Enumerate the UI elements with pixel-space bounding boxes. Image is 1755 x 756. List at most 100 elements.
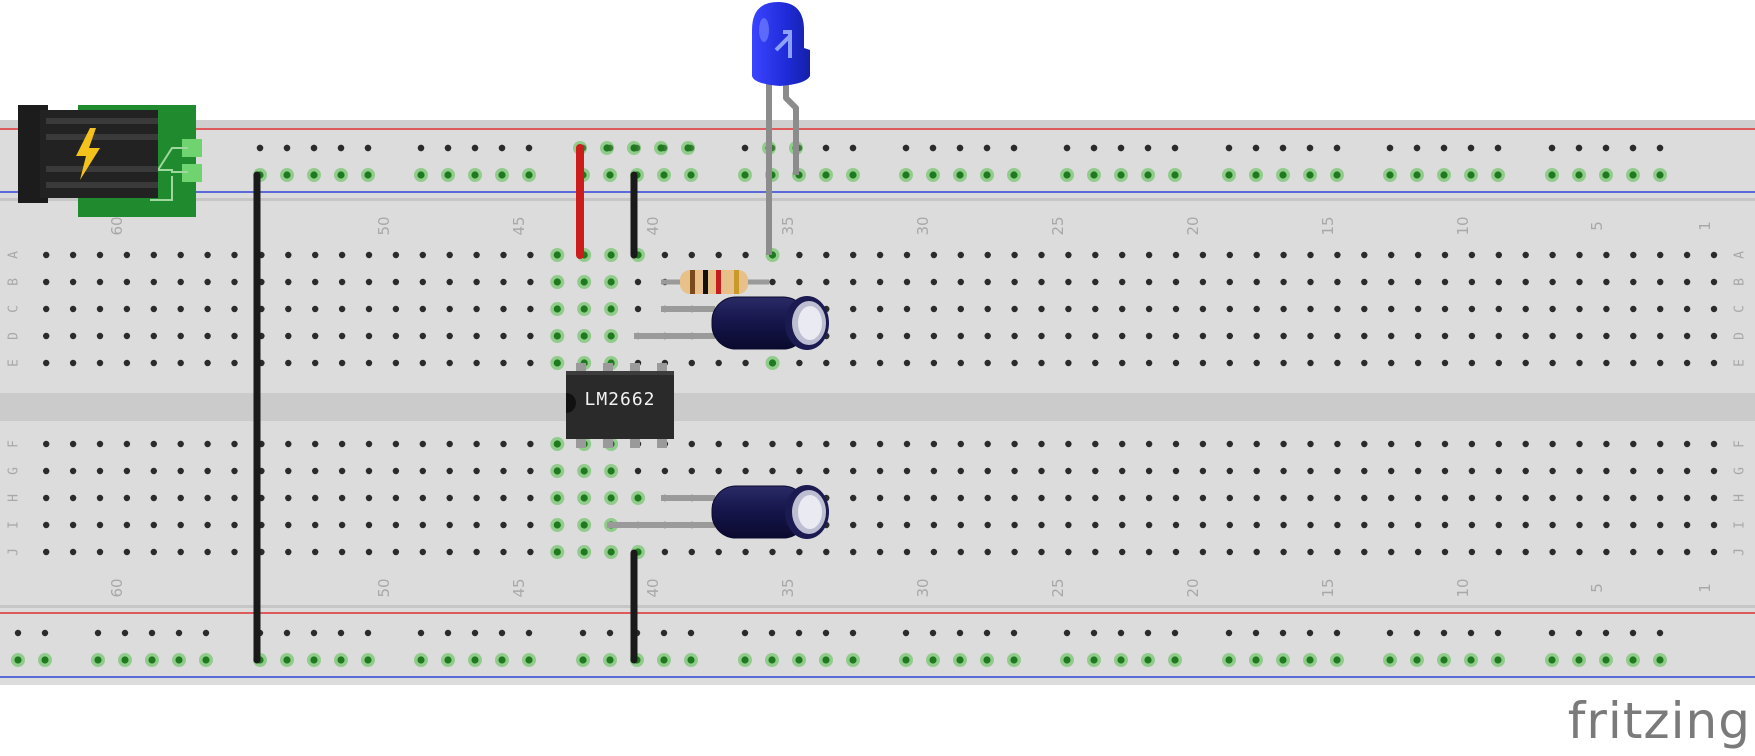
breadboard-hole[interactable] xyxy=(1065,521,1072,529)
breadboard-hole[interactable] xyxy=(796,440,803,448)
breadboard-hole[interactable] xyxy=(1092,278,1099,286)
breadboard-hole[interactable] xyxy=(177,359,184,367)
rail-hole[interactable] xyxy=(283,171,291,179)
rail-hole[interactable] xyxy=(1602,171,1610,179)
breadboard-hole[interactable] xyxy=(1119,467,1126,475)
breadboard-hole[interactable] xyxy=(1280,278,1287,286)
breadboard-hole[interactable] xyxy=(1334,251,1341,259)
rail-hole[interactable] xyxy=(525,144,533,152)
breadboard-hole[interactable] xyxy=(769,467,776,475)
rail-hole[interactable] xyxy=(525,171,533,179)
breadboard-hole[interactable] xyxy=(1522,251,1529,259)
breadboard-hole[interactable] xyxy=(957,359,964,367)
breadboard-hole[interactable] xyxy=(1630,440,1637,448)
breadboard-hole[interactable] xyxy=(312,494,319,502)
breadboard-hole[interactable] xyxy=(1253,332,1260,340)
rail-hole[interactable] xyxy=(310,656,318,664)
breadboard-hole[interactable] xyxy=(365,467,373,475)
breadboard-hole[interactable] xyxy=(1522,467,1529,475)
breadboard-hole[interactable] xyxy=(1038,278,1045,286)
breadboard-hole[interactable] xyxy=(69,548,77,556)
breadboard-hole[interactable] xyxy=(553,305,561,313)
breadboard-hole[interactable] xyxy=(1253,548,1260,556)
breadboard-hole[interactable] xyxy=(527,278,534,286)
breadboard-hole[interactable] xyxy=(850,521,857,529)
breadboard-hole[interactable] xyxy=(1199,467,1207,475)
rail-hole[interactable] xyxy=(364,656,372,664)
breadboard-hole[interactable] xyxy=(984,359,991,367)
breadboard-hole[interactable] xyxy=(984,251,991,259)
breadboard-hole[interactable] xyxy=(285,305,292,313)
rail-hole[interactable] xyxy=(471,629,479,637)
breadboard-hole[interactable] xyxy=(1145,521,1153,529)
breadboard-hole[interactable] xyxy=(1145,494,1153,502)
breadboard-hole[interactable] xyxy=(473,251,480,259)
breadboard-hole[interactable] xyxy=(1307,305,1314,313)
breadboard-hole[interactable] xyxy=(1441,467,1449,475)
breadboard-hole[interactable] xyxy=(1119,251,1126,259)
breadboard-hole[interactable] xyxy=(607,305,615,313)
breadboard-hole[interactable] xyxy=(1361,521,1368,529)
rail-hole[interactable] xyxy=(929,144,937,152)
breadboard-hole[interactable] xyxy=(365,494,373,502)
breadboard-hole[interactable] xyxy=(1630,467,1637,475)
rail-hole[interactable] xyxy=(1494,629,1502,637)
rail-hole[interactable] xyxy=(444,144,452,152)
breadboard-hole[interactable] xyxy=(1092,548,1099,556)
breadboard-hole[interactable] xyxy=(204,359,211,367)
breadboard-hole[interactable] xyxy=(1683,494,1691,502)
breadboard-hole[interactable] xyxy=(688,548,695,556)
breadboard-hole[interactable] xyxy=(1388,251,1395,259)
breadboard-hole[interactable] xyxy=(1388,521,1395,529)
rail-hole[interactable] xyxy=(1333,171,1341,179)
breadboard-hole[interactable] xyxy=(1710,467,1718,475)
breadboard-hole[interactable] xyxy=(1361,332,1368,340)
breadboard-hole[interactable] xyxy=(1576,521,1583,529)
breadboard-hole[interactable] xyxy=(69,278,77,286)
breadboard-hole[interactable] xyxy=(1657,521,1664,529)
rail-hole[interactable] xyxy=(1252,656,1260,664)
rail-hole[interactable] xyxy=(283,656,291,664)
rail-hole[interactable] xyxy=(657,144,665,152)
breadboard-hole[interactable] xyxy=(1011,305,1018,313)
breadboard-hole[interactable] xyxy=(1576,440,1583,448)
breadboard-hole[interactable] xyxy=(1334,440,1341,448)
breadboard-hole[interactable] xyxy=(984,548,991,556)
rail-hole[interactable] xyxy=(1144,144,1152,152)
breadboard-hole[interactable] xyxy=(69,494,77,502)
breadboard-hole[interactable] xyxy=(338,278,346,286)
breadboard-hole[interactable] xyxy=(1549,251,1556,259)
rail-hole[interactable] xyxy=(1144,171,1152,179)
breadboard-hole[interactable] xyxy=(1522,332,1529,340)
breadboard-hole[interactable] xyxy=(69,521,77,529)
rail-hole[interactable] xyxy=(14,629,22,637)
breadboard-hole[interactable] xyxy=(1522,305,1529,313)
rail-hole[interactable] xyxy=(1225,629,1233,637)
breadboard-hole[interactable] xyxy=(285,278,292,286)
breadboard-hole[interactable] xyxy=(96,521,104,529)
breadboard-hole[interactable] xyxy=(312,440,319,448)
breadboard-hole[interactable] xyxy=(1657,440,1664,448)
breadboard-hole[interactable] xyxy=(1549,467,1556,475)
breadboard-hole[interactable] xyxy=(850,251,857,259)
breadboard-hole[interactable] xyxy=(285,548,292,556)
breadboard-hole[interactable] xyxy=(1657,332,1664,340)
breadboard-hole[interactable] xyxy=(231,359,238,367)
rail-hole[interactable] xyxy=(1440,144,1448,152)
breadboard-hole[interactable] xyxy=(365,278,373,286)
breadboard-hole[interactable] xyxy=(473,494,480,502)
breadboard-hole[interactable] xyxy=(1657,467,1664,475)
breadboard-hole[interactable] xyxy=(1145,359,1153,367)
breadboard-hole[interactable] xyxy=(1468,467,1476,475)
breadboard-hole[interactable] xyxy=(1441,494,1449,502)
breadboard-hole[interactable] xyxy=(984,440,991,448)
breadboard-hole[interactable] xyxy=(1468,251,1476,259)
rail-hole[interactable] xyxy=(1252,171,1260,179)
breadboard-hole[interactable] xyxy=(903,305,911,313)
breadboard-hole[interactable] xyxy=(769,548,776,556)
rail-hole[interactable] xyxy=(822,656,830,664)
breadboard-hole[interactable] xyxy=(69,332,77,340)
breadboard-hole[interactable] xyxy=(312,359,319,367)
breadboard-hole[interactable] xyxy=(419,548,426,556)
breadboard-hole[interactable] xyxy=(1092,251,1099,259)
